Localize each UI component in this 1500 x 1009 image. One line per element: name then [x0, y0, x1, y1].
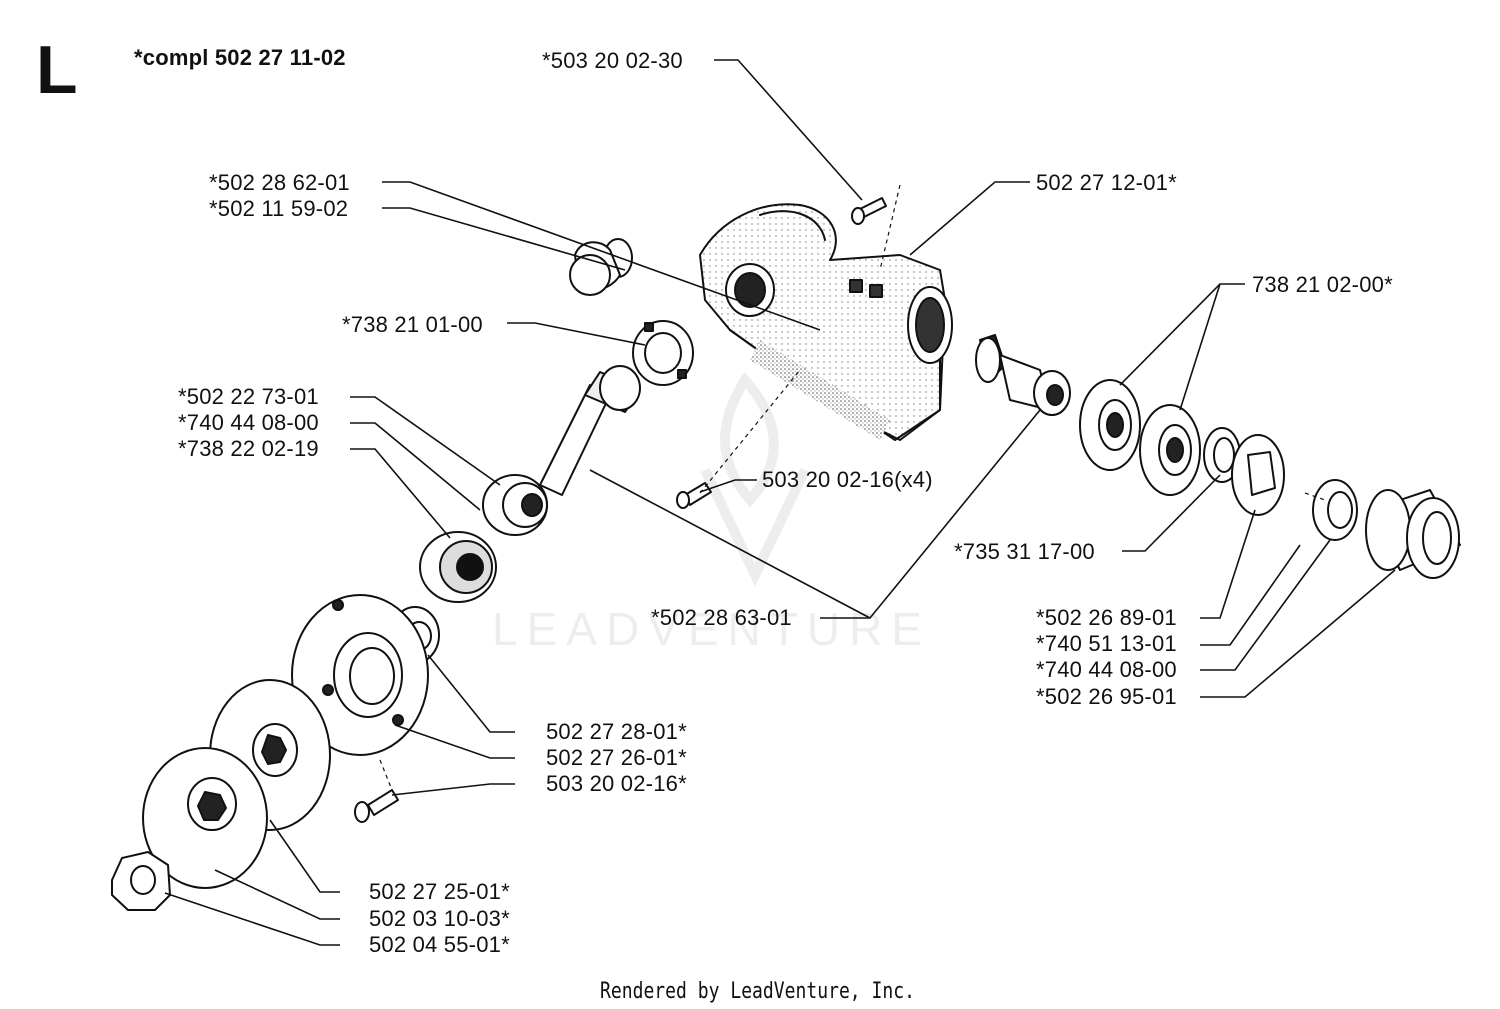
- callout-738-21-01-00: *738 21 01-00: [342, 312, 483, 337]
- callout-503-20-02-16-x4: 503 20 02-16(x4): [762, 467, 933, 492]
- callout-502-04-55-01: 502 04 55-01*: [369, 932, 510, 957]
- callout-502-26-95-01: *502 26 95-01: [1036, 684, 1177, 709]
- callout-502-28-63-01: *502 28 63-01: [651, 605, 792, 630]
- section-letter: L: [36, 32, 78, 108]
- callout-502-27-12-01: 502 27 12-01*: [1036, 170, 1177, 195]
- watermark-text: LEADVENTURE: [492, 603, 931, 655]
- sleeve: [1365, 489, 1461, 579]
- callout-738-21-02-00: 738 21 02-00*: [1252, 272, 1393, 297]
- callout-738-22-02-19: *738 22 02-19: [178, 436, 319, 461]
- ball-bearing-1: [1079, 379, 1141, 471]
- footer-credit: Rendered by LeadVenture, Inc.: [600, 979, 915, 1004]
- cover-disc: [142, 747, 268, 889]
- plug: [569, 238, 633, 296]
- axis-lines: [379, 184, 1326, 791]
- circlip: [1203, 427, 1241, 483]
- callout-502-22-73-01: *502 22 73-01: [178, 384, 319, 409]
- hex-nut: [111, 851, 171, 911]
- gear-housing: [699, 203, 953, 441]
- retaining-ring: [632, 320, 694, 386]
- shaft-bearing-lower: [419, 531, 497, 603]
- ball-bearing-2: [1139, 404, 1201, 496]
- callout-740-44-08-00-b: *740 44 08-00: [1036, 657, 1177, 682]
- lock-nut: [1231, 434, 1285, 516]
- assembly-label: *compl 502 27 11-02: [134, 45, 346, 70]
- callout-503-20-02-16: 503 20 02-16*: [546, 771, 687, 796]
- flange-screw: [354, 789, 399, 823]
- callout-502-11-59-02: *502 11 59-02: [209, 196, 349, 221]
- housing-screw-top: [851, 197, 887, 225]
- support-flange: [291, 594, 429, 756]
- callout-502-28-62-01: *502 28 62-01: [209, 170, 350, 195]
- callout-502-26-89-01: *502 26 89-01: [1036, 605, 1177, 630]
- callout-502-27-25-01: 502 27 25-01*: [369, 879, 510, 904]
- input-pinion: [975, 334, 1071, 416]
- callout-740-51-13-01: *740 51 13-01: [1036, 631, 1177, 656]
- seal-bearing: [1312, 479, 1358, 541]
- housing-bolt-bottom: [676, 482, 712, 509]
- output-shaft: [539, 365, 641, 496]
- callout-502-27-26-01: 502 27 26-01*: [546, 745, 687, 770]
- callout-502-27-28-01: 502 27 28-01*: [546, 719, 687, 744]
- callout-740-44-08-00-a: *740 44 08-00: [178, 410, 319, 435]
- callout-735-31-17-00: *735 31 17-00: [954, 539, 1095, 564]
- leader-lines: [164, 59, 1396, 946]
- shaft-bearing-upper: [482, 474, 548, 536]
- callout-502-03-10-03: 502 03 10-03*: [369, 906, 510, 931]
- callout-503-20-02-30: *503 20 02-30: [542, 48, 683, 73]
- watermark-emblem: [700, 371, 810, 587]
